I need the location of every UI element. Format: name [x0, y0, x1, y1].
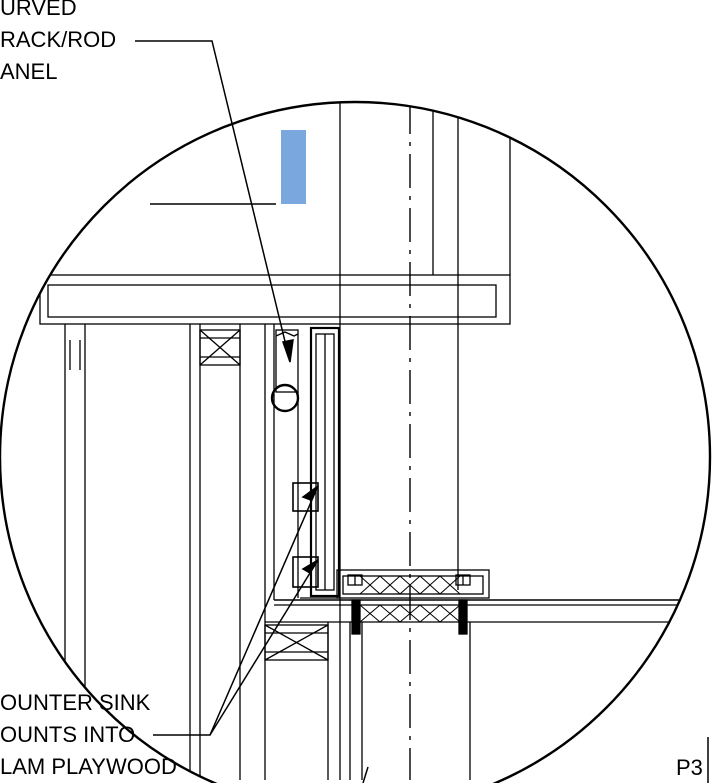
bolt-right — [455, 574, 471, 635]
bolt-left — [347, 574, 363, 635]
sheet-reference: P3 — [676, 755, 703, 780]
detail-contents — [39, 102, 710, 780]
callout-bottom-line-3: LAM PLAYWOOD — [0, 754, 177, 779]
base-hatch — [359, 575, 461, 623]
callout-top-line-2: RACK/ROD — [0, 27, 116, 52]
callout-bottom-line-2: OUNTS INTO — [0, 722, 135, 747]
blue-highlight — [281, 130, 306, 204]
callout-bottom-line-1: OUNTER SINK — [0, 690, 151, 715]
leader-lines — [135, 40, 709, 783]
callout-top-line-1: URVED — [0, 0, 77, 20]
detail-circle — [0, 100, 712, 783]
callout-top-line-3: ANEL — [0, 59, 57, 84]
